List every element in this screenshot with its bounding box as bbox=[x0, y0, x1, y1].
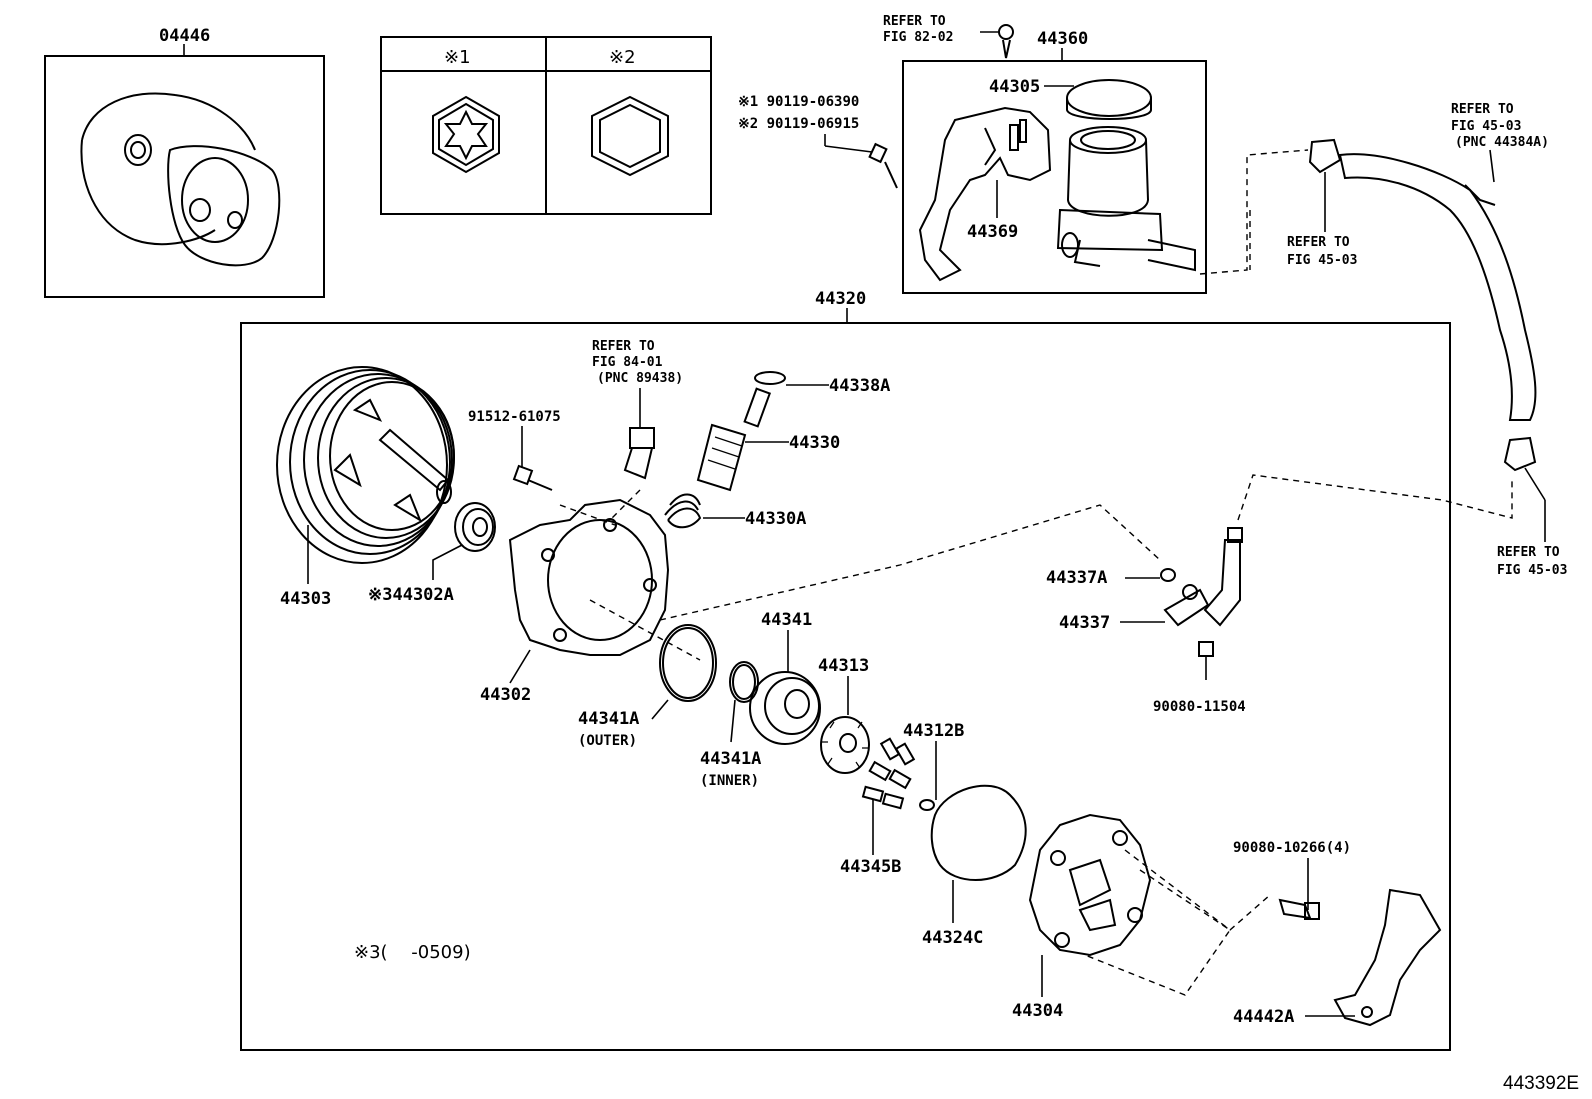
pump-bracket bbox=[1333, 888, 1442, 1027]
part-label-44341a-inner: 44341A bbox=[700, 749, 761, 769]
union-bolt bbox=[1198, 641, 1214, 680]
ref-fig-84-01-line2: FIG 84-01 bbox=[592, 355, 663, 370]
pump-cover bbox=[1028, 813, 1152, 957]
part-label-04446: 04446 bbox=[159, 26, 210, 46]
reservoir-cap bbox=[1066, 79, 1152, 120]
part-label-44345b: 44345B bbox=[840, 857, 901, 877]
part-label-44338a: 44338A bbox=[829, 376, 890, 396]
nut-legend-box: ※1 ※2 bbox=[380, 36, 712, 215]
part-label-44313: 44313 bbox=[818, 656, 869, 676]
oring-inner bbox=[729, 661, 759, 703]
gasket-kit-illustration bbox=[80, 92, 281, 267]
ref-fig-45-03-top-line3: (PNC 44384A) bbox=[1455, 135, 1549, 150]
part-label-44369: 44369 bbox=[967, 222, 1018, 242]
bolt-option-1: ※1 90119-06390 bbox=[738, 94, 859, 110]
part-label-91512-61075: 91512-61075 bbox=[468, 409, 561, 425]
ref-fig-84-01-line3: (PNC 89438) bbox=[597, 371, 683, 386]
ref-fig-82-02-line1: REFER TO bbox=[883, 14, 946, 29]
ref-fig-45-03-right-line2: FIG 45-03 bbox=[1497, 563, 1567, 578]
oring-44337a bbox=[1160, 568, 1176, 582]
footnote-3: ※3( -0509) bbox=[354, 942, 471, 963]
part-label-44312b: 44312B bbox=[903, 721, 964, 741]
part-label-44324c: 44324C bbox=[922, 928, 983, 948]
bolt-option-2: ※2 90119-06915 bbox=[738, 116, 859, 132]
ref-fig-45-03-mid-line1: REFER TO bbox=[1287, 235, 1350, 250]
pump-vanes bbox=[861, 737, 916, 810]
screw-icon bbox=[998, 24, 1014, 59]
valve-spring bbox=[664, 493, 702, 529]
pump-assembly-box bbox=[240, 322, 1451, 1051]
part-label-44305: 44305 bbox=[989, 77, 1040, 97]
part-label-44302: 44302 bbox=[480, 685, 531, 705]
oring-44338a bbox=[754, 371, 786, 385]
part-label-44341a-outer: 44341A bbox=[578, 709, 639, 729]
part-label-44360: 44360 bbox=[1037, 29, 1088, 49]
part-label-44337a: 44337A bbox=[1046, 568, 1107, 588]
pin-44312b bbox=[919, 799, 935, 811]
inner-note: (INNER) bbox=[700, 773, 759, 789]
part-label-90080-10266: 90080-10266(4) bbox=[1233, 840, 1351, 856]
oring-outer bbox=[659, 624, 717, 702]
union-fitting bbox=[1163, 527, 1243, 627]
hose-clamp-bottom bbox=[1503, 436, 1537, 472]
hose-clamp-top bbox=[1308, 138, 1342, 174]
ref-fig-45-03-top-line1: REFER TO bbox=[1451, 102, 1514, 117]
ref-fig-84-01-line1: REFER TO bbox=[592, 339, 655, 354]
flow-control-valve bbox=[696, 387, 772, 492]
hex-nut-icon bbox=[591, 95, 669, 177]
housing-bolt bbox=[512, 464, 553, 491]
legend-header-1: ※1 bbox=[444, 47, 471, 68]
part-label-344302a: ※344302A bbox=[368, 585, 454, 605]
bolt-icon bbox=[868, 142, 898, 189]
gasket-kit-box: 04446 bbox=[44, 26, 325, 298]
cover-gasket bbox=[930, 784, 1027, 881]
part-label-44320: 44320 bbox=[815, 289, 866, 309]
side-plate bbox=[749, 671, 821, 745]
outer-note: (OUTER) bbox=[578, 733, 637, 749]
bearing bbox=[454, 502, 496, 552]
reservoir-tank bbox=[1056, 126, 1196, 272]
part-label-44330: 44330 bbox=[789, 433, 840, 453]
reservoir-assembly-box: 44360 44305 44369 bbox=[902, 29, 1207, 294]
ref-fig-45-03-top-line2: FIG 45-03 bbox=[1451, 119, 1521, 134]
pump-housing bbox=[508, 498, 670, 656]
pump-rotor bbox=[820, 716, 870, 774]
part-label-44303: 44303 bbox=[280, 589, 331, 609]
part-label-44341: 44341 bbox=[761, 610, 812, 630]
part-label-44442a: 44442A bbox=[1233, 1007, 1294, 1027]
part-label-44337: 44337 bbox=[1059, 613, 1110, 633]
cover-bolt bbox=[1278, 898, 1320, 920]
part-label-44330a: 44330A bbox=[745, 509, 806, 529]
legend-header-2: ※2 bbox=[609, 47, 636, 68]
reservoir-bracket bbox=[918, 106, 1052, 282]
pump-pulley bbox=[276, 366, 455, 564]
return-hose bbox=[1308, 138, 1537, 472]
part-label-44304: 44304 bbox=[1012, 1001, 1063, 1021]
ref-fig-45-03-right-line1: REFER TO bbox=[1497, 545, 1560, 560]
torx-nut-icon bbox=[432, 95, 500, 174]
ref-fig-45-03-mid-line2: FIG 45-03 bbox=[1287, 253, 1357, 268]
part-label-90080-11504: 90080-11504 bbox=[1153, 699, 1246, 715]
diagram-id: 443392E bbox=[1503, 1073, 1579, 1094]
ref-fig-82-02-line2: FIG 82-02 bbox=[883, 30, 953, 45]
pressure-switch bbox=[623, 427, 655, 480]
